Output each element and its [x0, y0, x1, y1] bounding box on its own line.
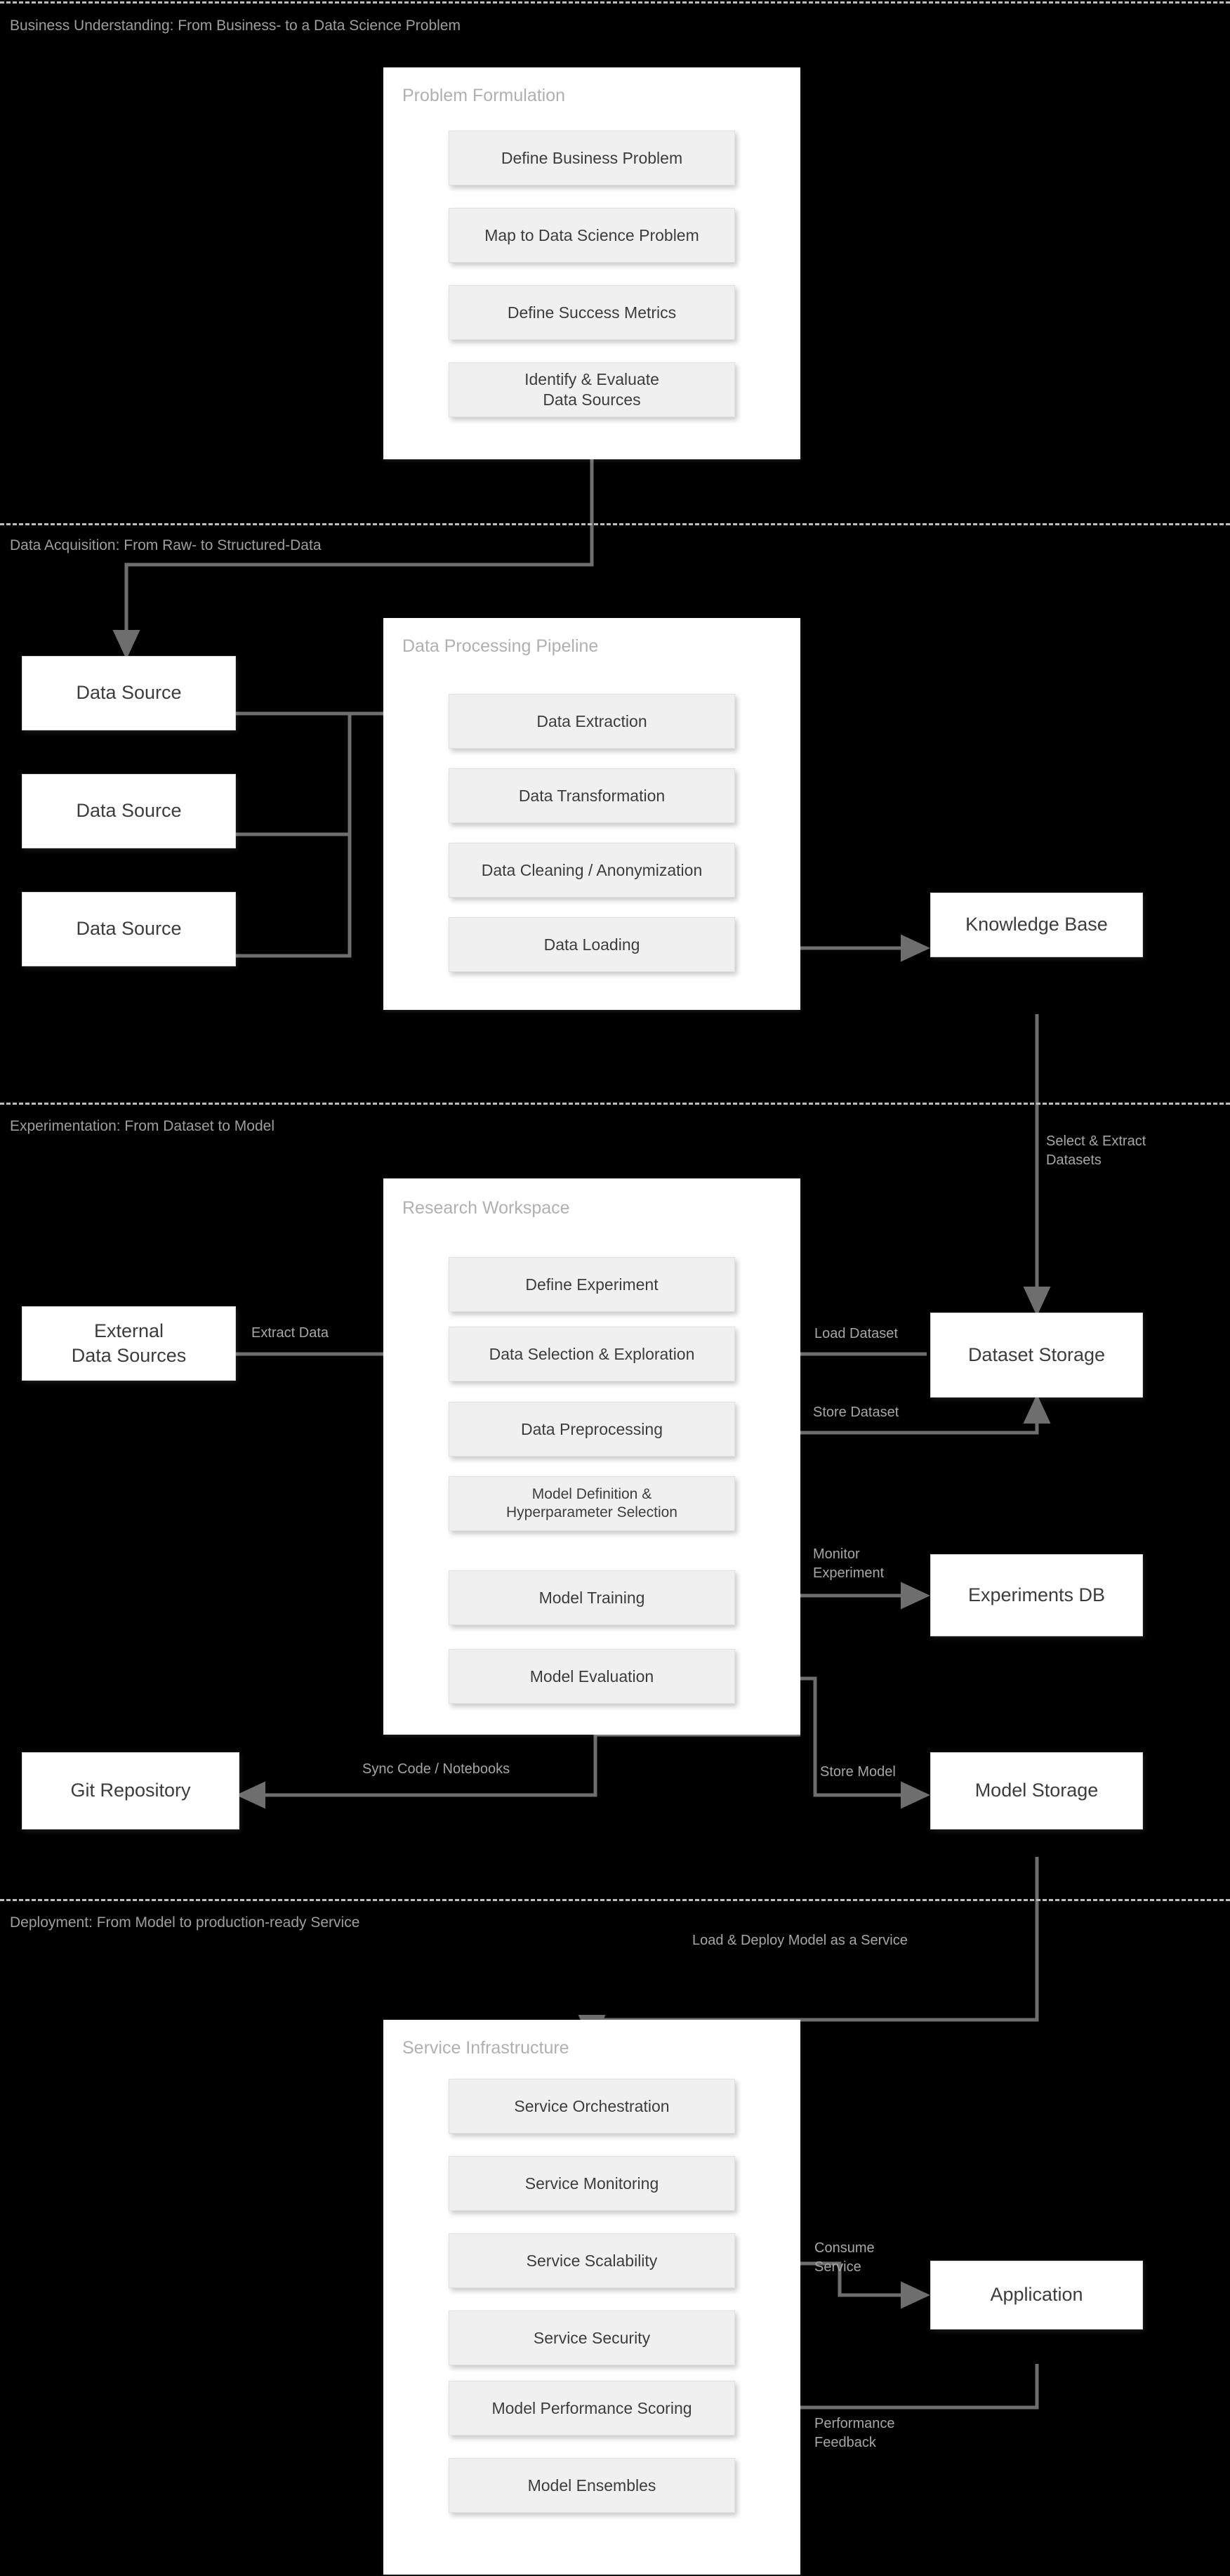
node-define-experiment[interactable]: Define Experiment: [449, 1257, 735, 1312]
node-service-security[interactable]: Service Security: [449, 2311, 735, 2365]
node-data-loading[interactable]: Data Loading: [449, 917, 735, 972]
lane-divider-experimentation: [0, 1103, 1230, 1105]
node-define-business-problem[interactable]: Define Business Problem: [449, 131, 735, 185]
node-external-data-sources[interactable]: External Data Sources: [22, 1306, 236, 1381]
node-model-storage[interactable]: Model Storage: [930, 1752, 1143, 1829]
container-title-research-workspace: Research Workspace: [402, 1198, 570, 1218]
node-data-selection-exploration[interactable]: Data Selection & Exploration: [449, 1327, 735, 1381]
node-data-source-3[interactable]: Data Source: [22, 892, 236, 966]
lane-title-acquisition: Data Acquisition: From Raw- to Structure…: [10, 537, 322, 553]
node-application[interactable]: Application: [930, 2261, 1143, 2329]
edge-label-load-dataset: Load Dataset: [814, 1326, 898, 1341]
node-identify-evaluate-data-sources[interactable]: Identify & Evaluate Data Sources: [449, 362, 735, 417]
lane-title-deployment: Deployment: From Model to production-rea…: [10, 1914, 360, 1931]
node-service-scalability[interactable]: Service Scalability: [449, 2233, 735, 2288]
node-data-extraction[interactable]: Data Extraction: [449, 694, 735, 749]
lane-divider-business: [0, 1, 1230, 4]
node-data-source-2[interactable]: Data Source: [22, 774, 236, 848]
node-model-definition-hyperparameter-selection[interactable]: Model Definition & Hyperparameter Select…: [449, 1476, 735, 1531]
node-git-repository[interactable]: Git Repository: [22, 1752, 239, 1829]
node-service-orchestration[interactable]: Service Orchestration: [449, 2079, 735, 2134]
node-data-cleaning-anonymization[interactable]: Data Cleaning / Anonymization: [449, 843, 735, 898]
edge-label-sync-code-notebooks: Sync Code / Notebooks: [362, 1761, 510, 1777]
node-data-source-1[interactable]: Data Source: [22, 656, 236, 730]
edge-label-monitor-experiment: Monitor Experiment: [813, 1546, 885, 1581]
container-title-problem-formulation: Problem Formulation: [402, 86, 566, 105]
node-map-to-data-science-problem[interactable]: Map to Data Science Problem: [449, 208, 735, 263]
edge-label-store-model: Store Model: [820, 1764, 896, 1780]
node-knowledge-base[interactable]: Knowledge Base: [930, 893, 1143, 957]
edge-label-select-extract-datasets: Select & Extract Datasets: [1046, 1133, 1146, 1168]
edge-label-load-deploy-model: Load & Deploy Model as a Service: [692, 1933, 908, 1948]
lane-divider-deployment: [0, 1899, 1230, 1901]
node-model-ensembles[interactable]: Model Ensembles: [449, 2458, 735, 2513]
edge-label-extract-data: Extract Data: [251, 1325, 329, 1341]
lane-title-business: Business Understanding: From Business- t…: [10, 18, 461, 34]
container-title-data-processing-pipeline: Data Processing Pipeline: [402, 636, 599, 656]
node-dataset-storage[interactable]: Dataset Storage: [930, 1313, 1143, 1398]
edge-label-performance-feedback: Performance Feedback: [814, 2416, 895, 2450]
node-data-preprocessing[interactable]: Data Preprocessing: [449, 1402, 735, 1457]
container-title-service-infrastructure: Service Infrastructure: [402, 2038, 569, 2058]
edge-label-store-dataset: Store Dataset: [813, 1405, 899, 1420]
node-data-transformation[interactable]: Data Transformation: [449, 768, 735, 823]
edge-label-consume-service: Consume Service: [814, 2240, 875, 2275]
lane-title-experimentation: Experimentation: From Dataset to Model: [10, 1118, 275, 1134]
node-model-training[interactable]: Model Training: [449, 1570, 735, 1625]
node-model-evaluation[interactable]: Model Evaluation: [449, 1649, 735, 1704]
lane-divider-acquisition: [0, 523, 1230, 525]
node-model-performance-scoring[interactable]: Model Performance Scoring: [449, 2381, 735, 2436]
node-experiments-db[interactable]: Experiments DB: [930, 1554, 1143, 1636]
node-define-success-metrics[interactable]: Define Success Metrics: [449, 285, 735, 340]
node-service-monitoring[interactable]: Service Monitoring: [449, 2156, 735, 2211]
